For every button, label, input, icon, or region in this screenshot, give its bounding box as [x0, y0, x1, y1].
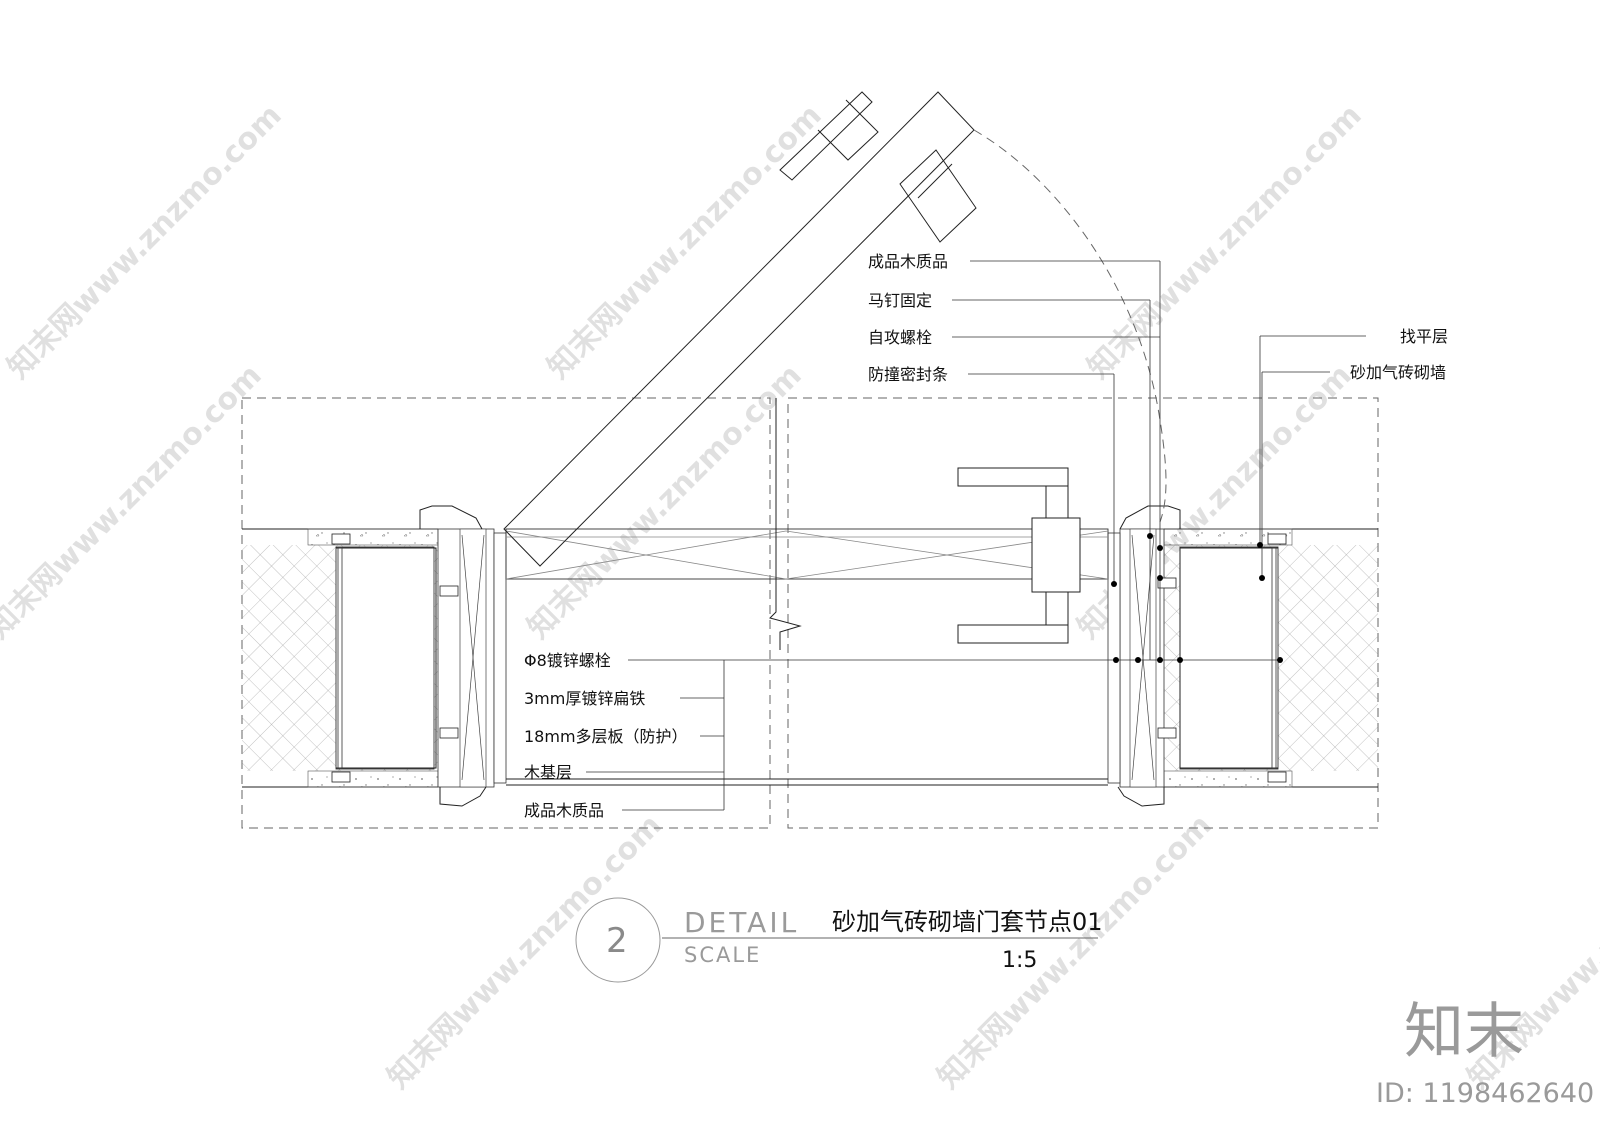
label-multilayer-board: 18mm多层板（防护）: [524, 727, 688, 746]
label-staple-fixing: 马钉固定: [868, 291, 932, 310]
leader-lines: [586, 260, 1366, 811]
label-aerated-block-wall: 砂加气砖砌墙: [1350, 363, 1446, 382]
watermark-text: 知末网www.znzmo.com: [1081, 98, 1369, 386]
watermark-text: 知末网www.znzmo.com: [541, 98, 829, 386]
watermark-text: 知末网www.znzmo.com: [521, 358, 809, 646]
open-door-leaf: [503, 91, 1167, 567]
label-wood-base-layer: 木基层: [524, 763, 572, 782]
label-self-tapping-screw: 自攻螺栓: [868, 328, 932, 347]
brand-block: 知末 ID: 1198462640: [1376, 997, 1594, 1109]
label-galvanized-flat-iron: 3mm厚镀锌扁铁: [524, 689, 645, 708]
detail-word: DETAIL: [684, 906, 799, 939]
label-leveling-layer: 找平层: [1400, 327, 1448, 346]
left-masonry-wall: [242, 505, 507, 807]
watermark-text: 知末网www.znzmo.com: [931, 808, 1219, 1096]
label-finished-wood: 成品木质品: [868, 252, 948, 271]
callout-labels: 成品木质品 马钉固定 自攻螺栓 防撞密封条 找平层 砂加气砖砌墙 Φ8镀锌螺栓 …: [524, 252, 1448, 820]
right-masonry-wall: [1107, 505, 1378, 807]
label-finished-wood-bottom: 成品木质品: [524, 801, 604, 820]
watermark-text: 知末网www.znzmo.com: [0, 358, 269, 646]
detail-number: 2: [606, 921, 628, 961]
brand-logo: 知末: [1404, 997, 1524, 1067]
scale-word: SCALE: [684, 943, 761, 967]
drawing-title: 砂加气砖砌墙门套节点01: [832, 908, 1103, 936]
watermark-text: 知末网www.znzmo.com: [1, 98, 289, 386]
drawing-scale: 1:5: [1002, 948, 1037, 973]
image-id: ID: 1198462640: [1376, 1078, 1594, 1109]
label-anti-collision-seal: 防撞密封条: [868, 365, 948, 384]
label-galvanized-bolt: Φ8镀锌螺栓: [524, 651, 611, 670]
title-block: 2 DETAIL SCALE 砂加气砖砌墙门套节点01 1:5: [575, 897, 1103, 983]
door-handle: [957, 467, 1081, 644]
